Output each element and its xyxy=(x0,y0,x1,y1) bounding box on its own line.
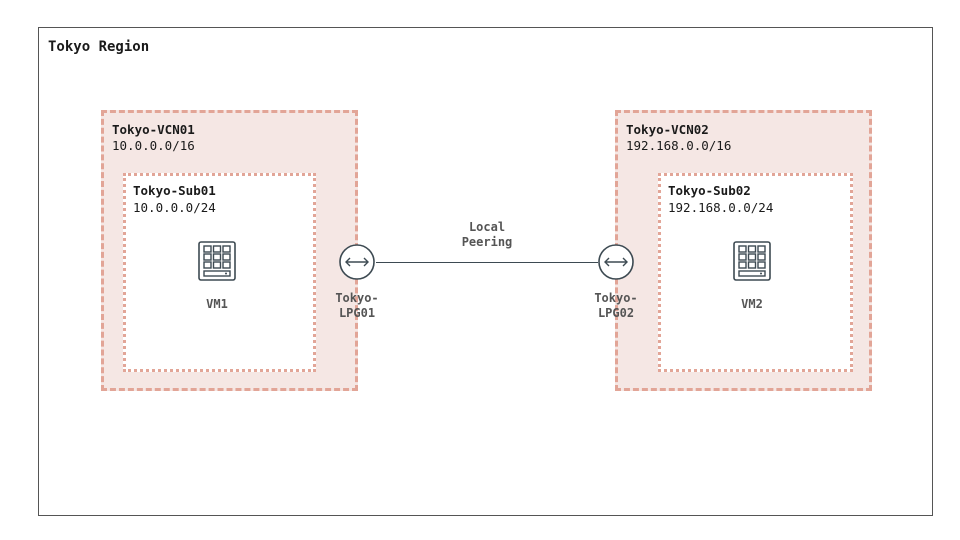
subnet-title: Tokyo-Sub01 xyxy=(133,183,216,198)
vm-server-icon xyxy=(198,241,236,281)
vcn-tokyo-vcn01: Tokyo-VCN01 10.0.0.0/16 Tokyo-Sub01 10.0… xyxy=(101,110,358,391)
lpg-label: Tokyo- LPG02 xyxy=(594,291,638,320)
subnet-cidr: 10.0.0.0/24 xyxy=(133,200,216,215)
peering-label-line2: Peering xyxy=(461,235,513,249)
subnet-title: Tokyo-Sub02 xyxy=(668,183,751,198)
vcn-title: Tokyo-VCN02 xyxy=(626,122,709,137)
vcn-tokyo-vcn02: Tokyo-VCN02 192.168.0.0/16 Tokyo-Sub02 1… xyxy=(615,110,872,391)
local-peering-connection xyxy=(376,262,598,263)
vcn-cidr: 10.0.0.0/16 xyxy=(112,138,195,153)
subnet-tokyo-sub01: Tokyo-Sub01 10.0.0.0/24 xyxy=(123,173,316,372)
lpg-label: Tokyo- LPG01 xyxy=(335,291,379,320)
subnet-cidr: 192.168.0.0/24 xyxy=(668,200,774,215)
vcn-cidr: 192.168.0.0/16 xyxy=(626,138,732,153)
vm-label: VM2 xyxy=(741,297,763,311)
subnet-tokyo-sub02: Tokyo-Sub02 192.168.0.0/24 xyxy=(658,173,853,372)
bidirectional-arrow-icon xyxy=(339,244,375,280)
vm-server-icon xyxy=(733,241,771,281)
vcn-title: Tokyo-VCN01 xyxy=(112,122,195,137)
vm-label: VM1 xyxy=(206,297,228,311)
peering-label: Local Peering xyxy=(442,220,532,250)
peering-label-line1: Local xyxy=(468,220,506,234)
bidirectional-arrow-icon xyxy=(598,244,634,280)
region-title: Tokyo Region xyxy=(48,39,150,55)
